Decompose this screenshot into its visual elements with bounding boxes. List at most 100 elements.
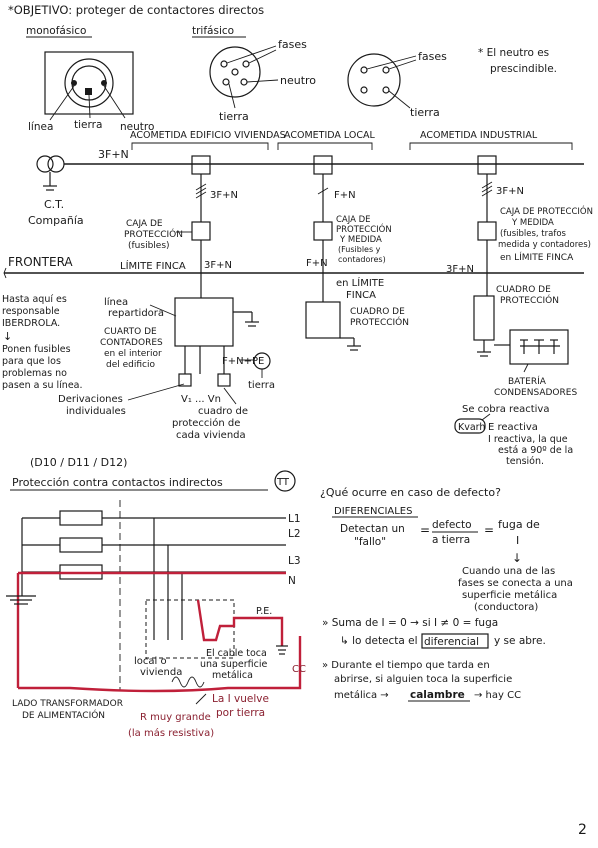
tri1-label-neutro: neutro (280, 74, 316, 87)
page-number: 2 (578, 822, 587, 838)
r-grande-2: (la más resistiva) (128, 727, 214, 739)
notes-durante-2: abrirse, si alguien toca la superficie (334, 674, 512, 685)
edificio-cuarto-2: CONTADORES (100, 338, 163, 348)
notes-dif-title: DIFERENCIALES (334, 506, 412, 517)
notes-detecta-b: diferencial (424, 636, 479, 648)
edificio-cuarto-3: en el interior (104, 349, 162, 359)
industrial-reactiva: Se cobra reactiva (462, 404, 549, 415)
edificio-wiring (127, 155, 271, 405)
tt-label: TT (276, 477, 290, 488)
label-main-feed: 3F+N (98, 148, 129, 161)
local-cuadro-1: CUADRO DE (350, 307, 405, 317)
mono-socket-icon (44, 51, 134, 121)
tri2-label-fases: fases (418, 50, 447, 63)
line-label-l2: L2 (288, 528, 301, 540)
frontera-label: FRONTERA (8, 255, 73, 269)
hasta-line-2: responsable (2, 306, 60, 317)
edificio-cuadro-2: protección de (172, 417, 240, 429)
industrial-kvarh: Kvarh (458, 422, 485, 433)
tri-socket-icon-2 (347, 53, 417, 109)
industrial-cuadro-1: CUADRO DE (496, 285, 551, 295)
local-caja-4: (Fusibles y (338, 245, 381, 254)
industrial-feed: 3F+N (496, 186, 524, 197)
local-limite-1: en LÍMITE (336, 276, 384, 289)
bracket-industrial (409, 142, 573, 150)
edificio-cuarto-1: CUARTO DE (104, 327, 157, 337)
local-caja-5: contadores) (338, 255, 386, 264)
industrial-caja-2: Y MEDIDA (511, 218, 554, 228)
notes-eq2: = (484, 523, 494, 537)
mono-label-linea: línea (28, 121, 53, 133)
cable-toca-2: una superficie (200, 659, 267, 670)
bracket-edificio (131, 142, 269, 150)
industrial-cuadro-2: PROTECCIÓN (500, 294, 559, 306)
edificio-cuarto-4: del edificio (106, 360, 155, 370)
line-label-n: N (288, 575, 296, 587)
notes-defecto-2: a tierra (432, 534, 470, 546)
objective-title: *OBJETIVO: proteger de contactores direc… (8, 3, 264, 17)
edificio-linea-2: repartidora (108, 308, 164, 319)
fuga-down-arrow-icon: ↓ (512, 551, 522, 565)
tri1-label-tierra: tierra (219, 110, 249, 123)
local-cuadro-2: PROTECCIÓN (350, 316, 409, 328)
industrial-bateria-1: BATERÍA (508, 375, 547, 387)
notes-defecto-1: defecto (432, 519, 472, 531)
kvarh-box (454, 418, 486, 434)
ponen-line-4: pasen a su línea. (2, 380, 83, 391)
industrial-bateria-2: CONDENSADORES (494, 388, 577, 398)
notes-cuando-1: Cuando una de las (462, 566, 555, 577)
local-vivienda-2: vivienda (140, 667, 182, 678)
industrial-caja-5: en LÍMITE FINCA (500, 251, 574, 263)
la-i-vuelve-1: La I vuelve (212, 693, 269, 705)
ponen-line-1: Ponen fusibles (2, 344, 71, 355)
compania-label: Compañía (28, 214, 84, 227)
tri-socket-icon-1 (209, 45, 279, 109)
notes-fuga-1: fuga de (498, 518, 540, 531)
industrial-ireact-1: I reactiva, la que (488, 434, 568, 445)
line-label-l1: L1 (288, 513, 301, 525)
local-limite-2: FINCA (346, 290, 376, 301)
local-wiring (305, 155, 361, 351)
neutro-note-2: prescindible. (490, 63, 557, 75)
industrial-caja-1: CAJA DE PROTECCIÓN (500, 205, 593, 217)
lado-transformador-1: LADO TRANSFORMADOR (12, 699, 123, 709)
frontera-tick (3, 267, 7, 279)
pe-label: P.E. (256, 606, 272, 617)
lado-transformador-2: DE ALIMENTACIÓN (22, 709, 105, 721)
down-arrow-icon: ↓ (3, 330, 12, 343)
tt-circle (274, 470, 296, 492)
ct-label: C.T. (44, 198, 64, 211)
notes-cuando-3: superficie metálica (462, 589, 557, 601)
cc-label: CC (292, 664, 306, 675)
tri1-label-fases: fases (278, 38, 307, 51)
edificio-limite: LÍMITE FINCA (120, 259, 186, 272)
local-caja-1: CAJA DE (336, 215, 371, 225)
label-acometida-edificio: ACOMETIDA EDIFICIO VIVIENDAS (130, 130, 286, 141)
transformer-icon (36, 155, 65, 191)
notes-suma: » Suma de I = 0 → si I ≠ 0 = fuga (322, 617, 498, 629)
section2-codes: (D10 / D11 / D12) (30, 456, 127, 469)
edificio-caja-2: PROTECCIÓN (124, 228, 183, 240)
notes-question: ¿Qué ocurre en caso de defecto? (320, 486, 501, 499)
notes-fuga-2: I (516, 534, 519, 547)
la-i-vuelve-2: por tierra (216, 707, 265, 719)
mono-title: monofásico (26, 25, 86, 37)
edificio-caja-3: (fusibles) (128, 241, 170, 251)
industrial-ireact-2: está a 90º de la (498, 445, 573, 456)
line-label-l3: L3 (288, 555, 301, 567)
industrial-ereactiva: E reactiva (488, 422, 538, 433)
industrial-ireact-3: tensión. (506, 456, 544, 467)
notes-durante-1: » Durante el tiempo que tarda en (322, 660, 490, 671)
ponen-line-2: para que los (2, 356, 61, 367)
industrial-caja-3: (fusibles, trafos (500, 229, 567, 239)
edificio-lower-feed: 3F+N (204, 260, 232, 271)
neutro-note-1: * El neutro es (478, 47, 549, 59)
edificio-upper-feed: 3F+N (210, 190, 238, 201)
cable-toca-1: El cable toca (206, 648, 267, 659)
edificio-tierra: tierra (248, 380, 275, 391)
edificio-derivaciones-1: Derivaciones (58, 394, 123, 405)
notes-metalica-a: metálica → (334, 689, 389, 701)
tri-title: trifásico (192, 25, 234, 37)
section2-title: Protección contra contactos indirectos (12, 476, 223, 489)
